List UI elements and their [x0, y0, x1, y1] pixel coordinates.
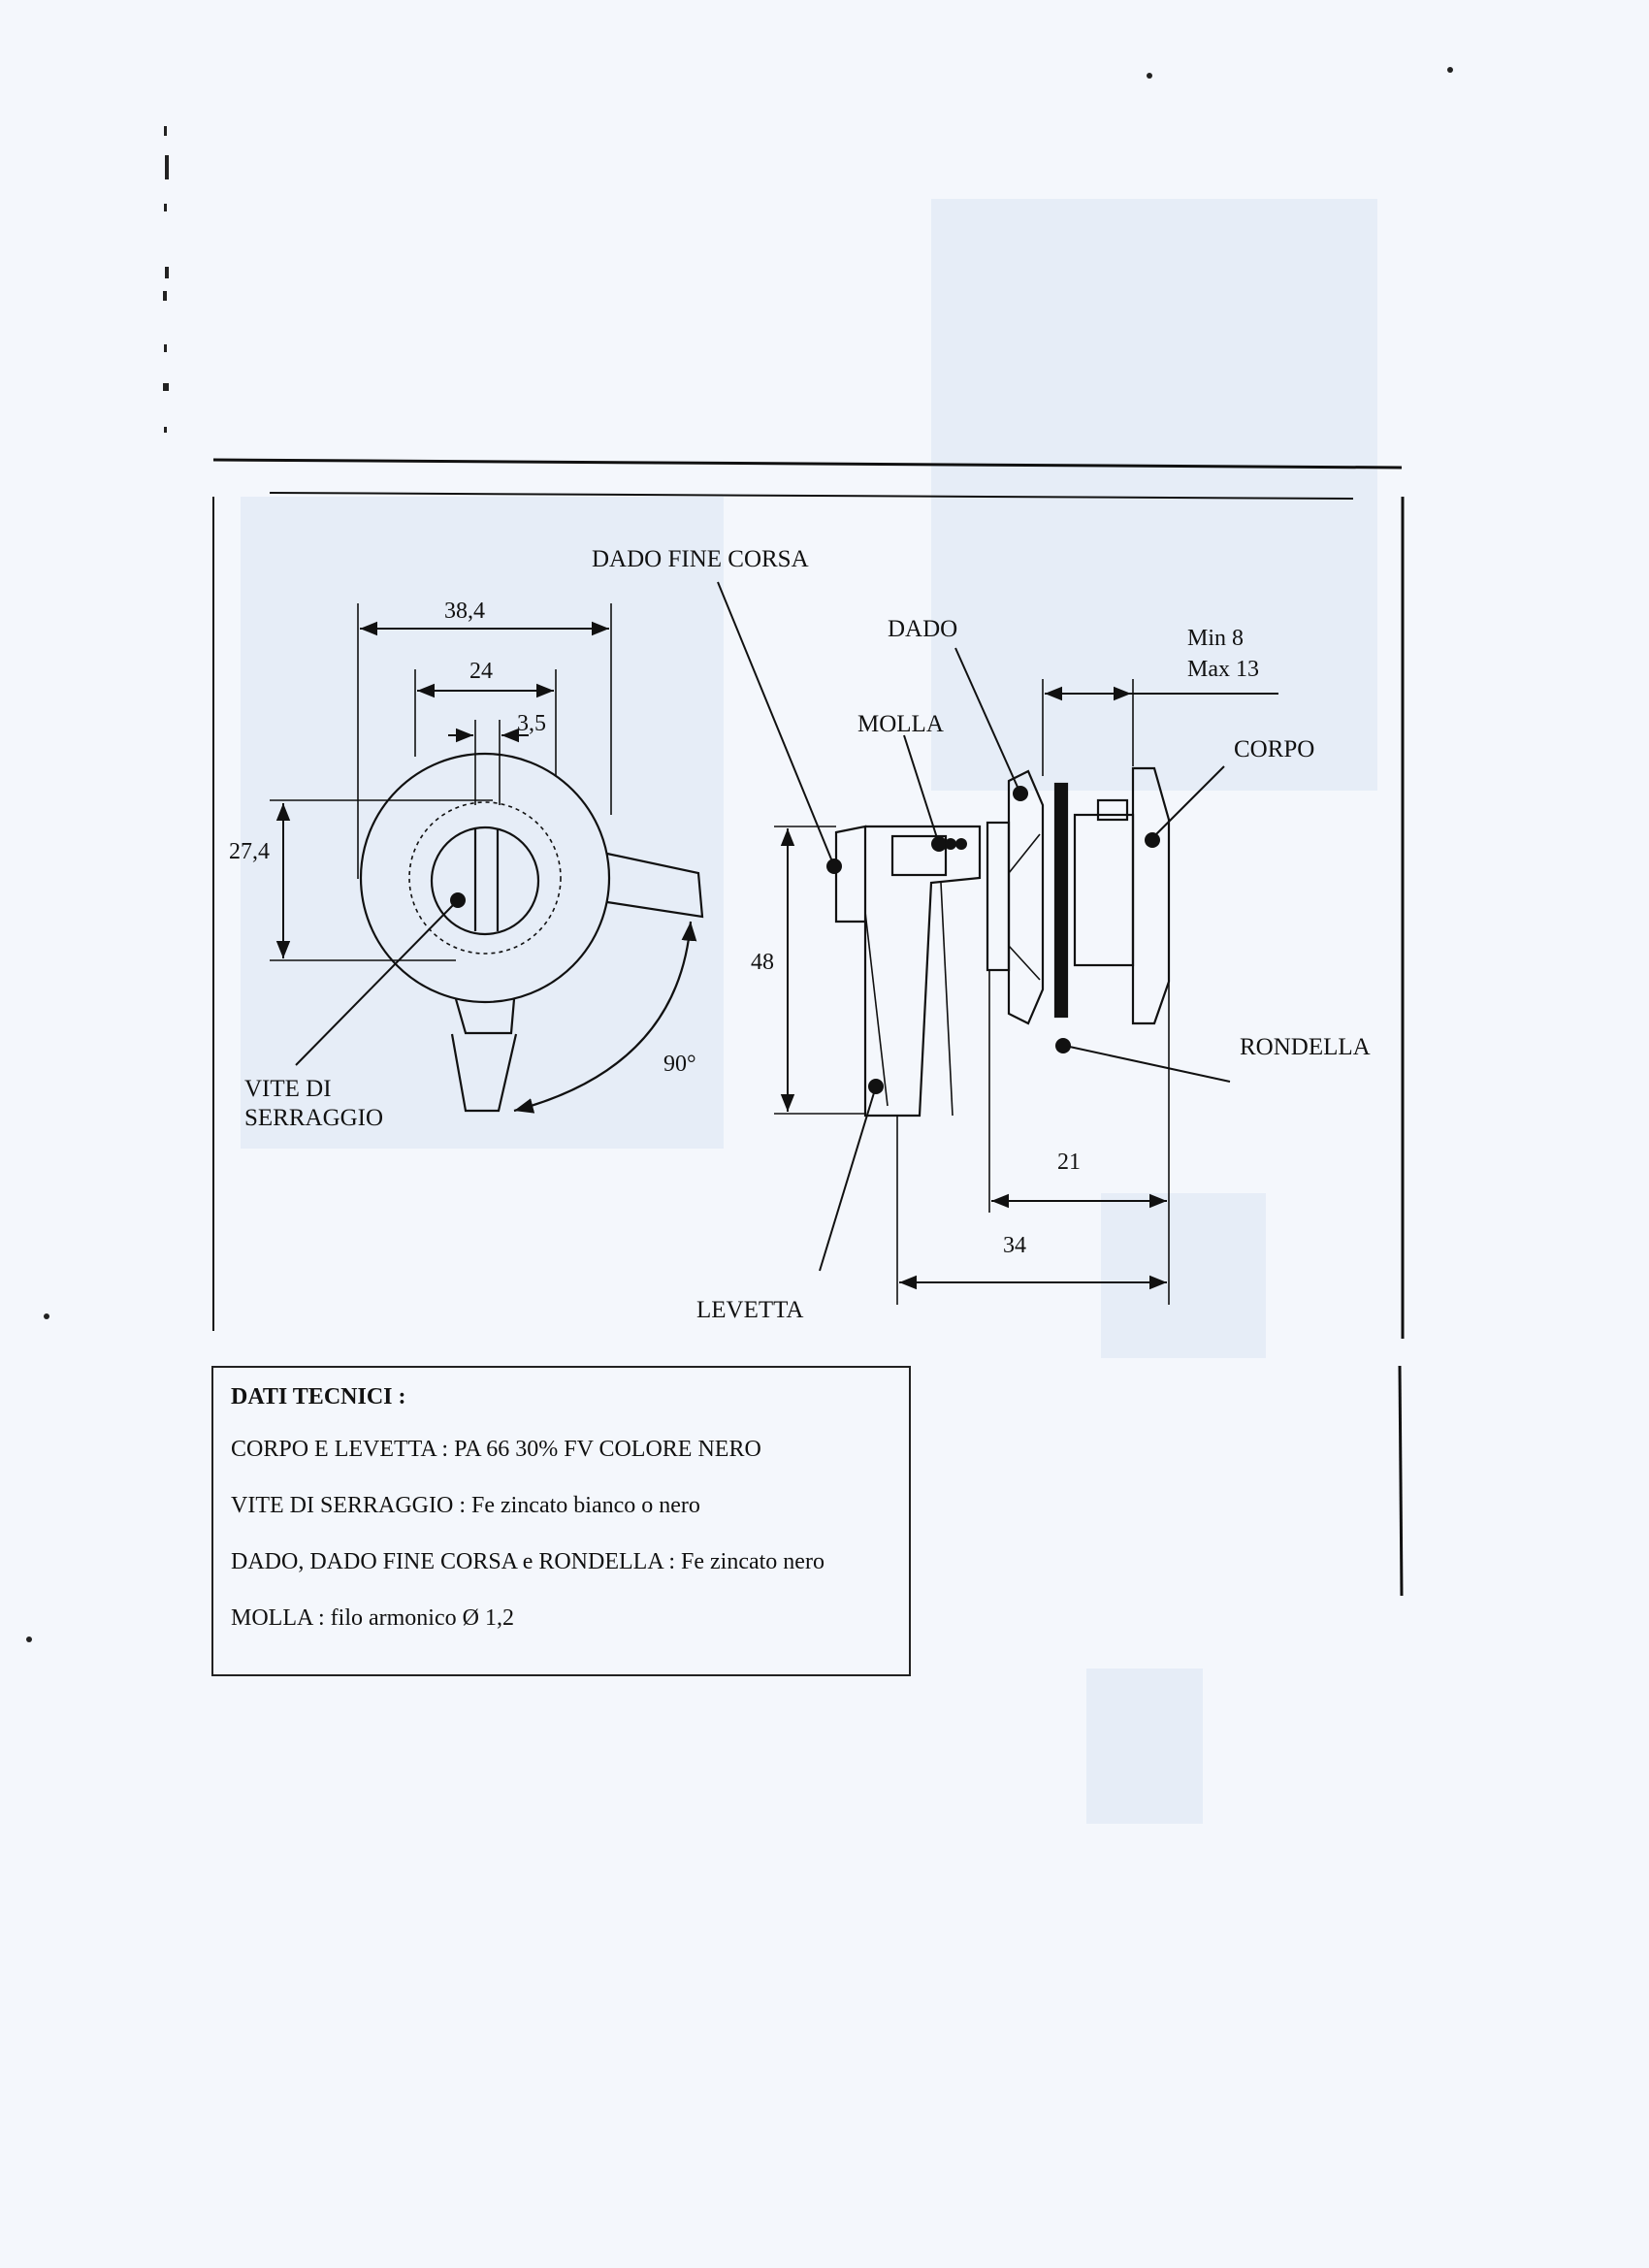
- dim-38-4: 38,4: [444, 599, 485, 624]
- page-frame: [212, 458, 1405, 1597]
- label-levetta: LEVETTA: [696, 1297, 804, 1323]
- label-rondella: RONDELLA: [1240, 1034, 1371, 1060]
- dim-27-4: 27,4: [229, 839, 270, 864]
- tech-line-nuts: DADO, DADO FINE CORSA e RONDELLA : Fe zi…: [231, 1549, 824, 1574]
- side-leaders: [717, 581, 1231, 1272]
- dim-48: 48: [751, 950, 774, 975]
- dim-min: Min 8: [1187, 626, 1245, 651]
- dim-max: Max 13: [1187, 657, 1259, 682]
- leader-dots: [826, 786, 1160, 1094]
- label-serraggio: SERRAGGIO: [244, 1105, 384, 1131]
- tech-line-screw: VITE DI SERRAGGIO : Fe zincato bianco o …: [231, 1493, 700, 1518]
- tech-title: DATI TECNICI :: [231, 1384, 406, 1409]
- tech-line-spring: MOLLA : filo armonico Ø 1,2: [231, 1605, 514, 1631]
- vite-dot: [450, 892, 466, 908]
- label-corpo: CORPO: [1234, 736, 1315, 762]
- side-view: [774, 679, 1171, 1305]
- tech-line-body: CORPO E LEVETTA : PA 66 30% FV COLORE NE…: [231, 1437, 761, 1462]
- front-leaders: [295, 901, 457, 1066]
- front-view: [270, 603, 704, 1114]
- label-dado: DADO: [888, 616, 958, 642]
- dim-3-5: 3,5: [517, 711, 546, 736]
- dim-21: 21: [1057, 1150, 1081, 1175]
- background-show-through: [241, 199, 1377, 1824]
- label-dado-fine-corsa: DADO FINE CORSA: [592, 546, 809, 572]
- technical-data-box: DATI TECNICI : CORPO E LEVETTA : PA 66 3…: [211, 1366, 911, 1676]
- dim-24: 24: [469, 659, 493, 684]
- scan-specks: [26, 67, 1453, 1642]
- dim-34: 34: [1003, 1233, 1026, 1258]
- side-dimensions: [780, 686, 1278, 1290]
- label-molla: MOLLA: [857, 711, 944, 737]
- label-vite-di: VITE DI: [244, 1076, 332, 1102]
- front-dimensions: [275, 621, 609, 958]
- dim-90-deg: 90°: [663, 1052, 696, 1077]
